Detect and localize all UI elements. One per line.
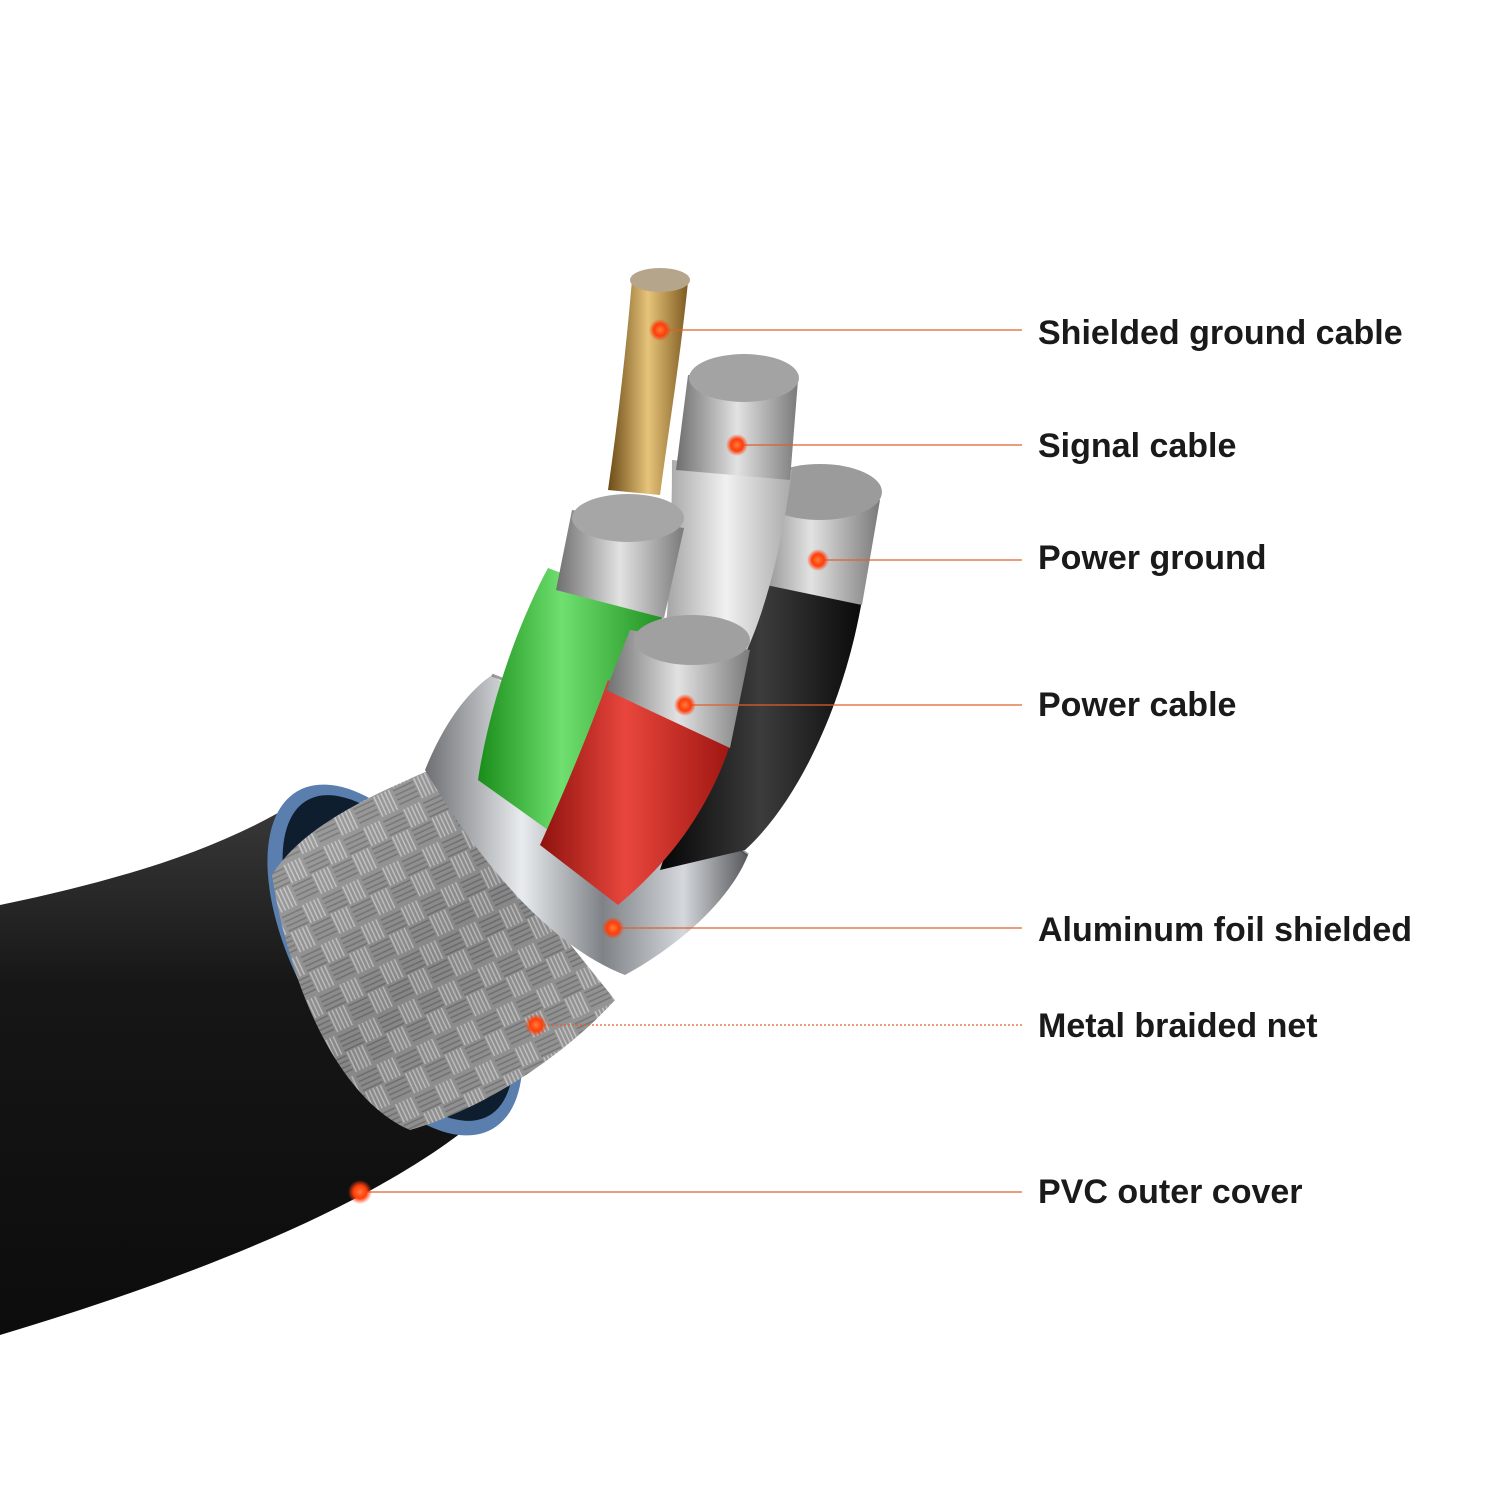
- label-aluminum-foil-shielded: Aluminum foil shielded: [1038, 911, 1412, 949]
- label-pvc-outer-cover: PVC outer cover: [1038, 1173, 1303, 1211]
- label-power-ground: Power ground: [1038, 539, 1267, 577]
- callout-dot-metal-braid: [525, 1014, 547, 1036]
- conductor-green: [478, 494, 684, 830]
- label-power-cable: Power cable: [1038, 686, 1236, 724]
- label-shielded-ground-cable: Shielded ground cable: [1038, 314, 1403, 352]
- callout-dot-power-ground: [807, 549, 829, 571]
- callout-dot-aluminum-foil: [602, 917, 624, 939]
- label-metal-braided-net: Metal braided net: [1038, 1007, 1318, 1045]
- leader-lines: [360, 329, 1022, 1193]
- callout-dots: [348, 319, 829, 1204]
- callout-dot-signal: [726, 434, 748, 456]
- label-signal-cable: Signal cable: [1038, 427, 1236, 465]
- metal-braid-layer: [272, 770, 615, 1130]
- callout-dot-pvc-cover: [348, 1180, 372, 1204]
- callout-dot-shielded-ground: [649, 319, 671, 341]
- conductor-red: [540, 615, 750, 905]
- callout-labels: Shielded ground cable Signal cable Power…: [1038, 314, 1412, 1211]
- callout-dot-power-cable: [674, 694, 696, 716]
